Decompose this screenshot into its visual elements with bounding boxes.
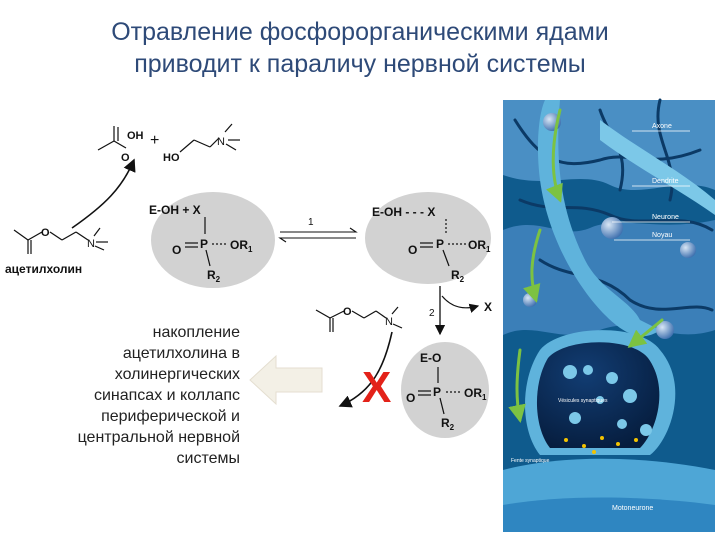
caption-line: холинергических	[114, 366, 240, 383]
slide-title: Отравление фосфорорганическими ядами при…	[0, 16, 720, 80]
leaving-group-arrow	[441, 295, 480, 313]
complex3-top: E-O	[420, 351, 441, 365]
title-line-2: приводит к параличу нервной системы	[134, 50, 586, 78]
step-1-label: 1	[308, 217, 314, 228]
caption-line: ацетилхолина в	[122, 345, 240, 362]
acetylcholine-structure-2	[315, 306, 403, 332]
ach2-n-label: N	[385, 316, 393, 328]
choline-n-label: N	[217, 136, 225, 148]
complex1-top: E-OH + X	[149, 203, 201, 217]
choline-ho-label: HO	[163, 152, 180, 164]
ach2-o-label: O	[343, 306, 352, 318]
ach-n-label: N	[87, 238, 95, 250]
label-motoneurone: Motoneurone	[612, 505, 653, 512]
leaving-x-label: X	[484, 300, 492, 314]
result-arrow	[249, 354, 323, 406]
complex2-or1: OR1	[468, 238, 491, 254]
complex1-o: O	[172, 243, 181, 257]
title-line-1: Отравление фосфорорганическими ядами	[111, 18, 609, 46]
caption-line: центральной нервной	[77, 429, 240, 446]
caption-line: системы	[176, 450, 240, 467]
label-axone: Axone	[652, 123, 672, 130]
enzyme-blob-3	[401, 342, 489, 438]
acetylcholine-label: ацетилхолин	[5, 262, 82, 276]
complex2-top: E-OH - - - X	[372, 205, 435, 219]
complex1-p: P	[200, 237, 208, 251]
complex2-p: P	[436, 237, 444, 251]
complex1-or1: OR1	[230, 238, 253, 254]
caption-line: накопление	[152, 324, 240, 341]
ach-o-label: O	[41, 227, 50, 239]
caption-line: периферической и	[101, 408, 240, 425]
acetic-acid-structure	[97, 126, 127, 151]
complex3-o: O	[406, 391, 415, 405]
consequence-caption: накопление ацетилхолина в холинергически…	[50, 322, 240, 469]
complex2-o: O	[408, 243, 417, 257]
choline-structure	[179, 123, 240, 153]
acid-oh-label: OH	[127, 130, 144, 142]
hydrolysis-arrow	[71, 158, 136, 229]
enzyme-blob-2	[365, 192, 491, 284]
caption-line: синапсах и коллапс	[93, 387, 240, 404]
complex3-r2: R2	[441, 416, 455, 432]
plus-sign: +	[150, 132, 159, 149]
label-vesicules: Vésicules synaptiques	[558, 398, 608, 404]
blocked-hydrolysis-arrow	[338, 331, 393, 408]
complex1-bonds	[185, 217, 228, 267]
complex2-bonds	[420, 219, 466, 267]
complex3-or1: OR1	[464, 386, 487, 402]
complex1-r2: R2	[207, 268, 221, 284]
complex2-r2: R2	[451, 268, 465, 284]
label-dendrite: Dendrite	[652, 178, 679, 185]
complex3-bonds	[418, 367, 462, 415]
complex3-p: P	[433, 385, 441, 399]
equilibrium-arrows	[278, 227, 358, 243]
neuron-illustration: Axone Dendrite Neurone Noyau Vésicules s…	[503, 98, 715, 532]
acid-o-label: O	[121, 152, 130, 164]
acetylcholine-structure	[13, 227, 108, 254]
label-noyau: Noyau	[652, 232, 672, 239]
label-neurone: Neurone	[652, 214, 679, 221]
label-fente: Fente synaptique	[511, 458, 550, 464]
step-2-label: 2	[429, 308, 435, 319]
enzyme-blob-1	[151, 192, 275, 288]
blocked-mark: X	[362, 363, 391, 412]
